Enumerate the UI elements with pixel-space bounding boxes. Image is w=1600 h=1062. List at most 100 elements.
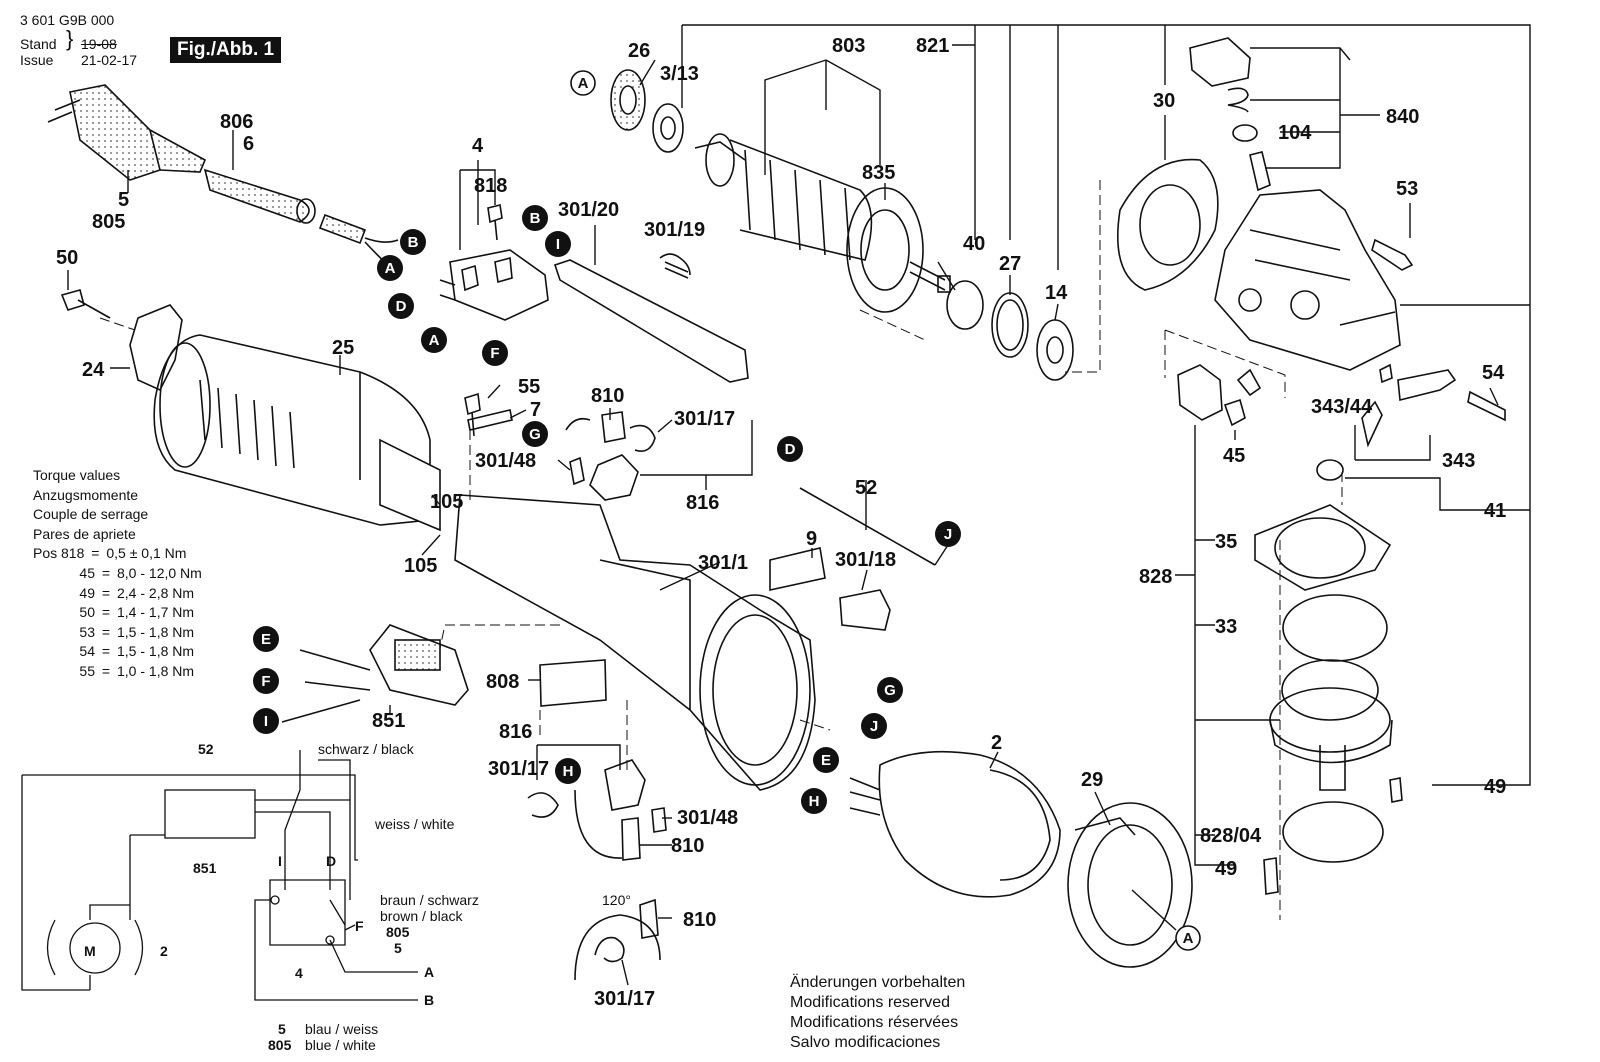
torque-line: Torque values <box>33 467 121 483</box>
label-301-17c: 301/17 <box>594 988 655 1010</box>
svg-text:B: B <box>408 234 419 251</box>
label-45: 45 <box>1223 445 1245 467</box>
label-343-44: 343/44 <box>1311 396 1373 418</box>
brush-holder-816 <box>589 454 639 501</box>
label-810c: 810 <box>683 909 716 931</box>
o-ring-33 <box>1282 594 1388 662</box>
color-brown-black: brown / black <box>380 908 463 924</box>
ref-circle-G: G <box>522 421 548 447</box>
svg-text:F: F <box>490 345 499 362</box>
ref-circle-H: H <box>801 788 827 814</box>
ring-40 <box>946 280 984 330</box>
label-810b: 810 <box>671 835 704 857</box>
wire-851-label: 851 <box>193 860 217 876</box>
ref-circle-I: I <box>253 708 279 734</box>
label-828-04: 828/04 <box>1200 825 1262 847</box>
lever-343-44 <box>1361 400 1383 448</box>
bearing-14 <box>1036 319 1074 381</box>
label-808: 808 <box>486 671 519 693</box>
torque-value: 2,4 - 2,8 Nm <box>117 584 195 601</box>
label-301-18: 301/18 <box>835 549 896 571</box>
svg-text:J: J <box>944 526 952 543</box>
terminal-I: I <box>278 853 282 869</box>
screw-55 <box>464 392 481 437</box>
torque-row: 54=1,5 - 1,8 Nm <box>33 642 202 662</box>
torque-row: Pos 818=0,5 ± 0,1 Nm <box>33 545 187 562</box>
spring-detail <box>574 898 661 981</box>
plate-7 <box>467 409 513 431</box>
ref-circle-A: A <box>377 255 403 281</box>
screw-301-48b <box>651 807 667 833</box>
torque-pos: 49 <box>79 584 95 601</box>
ref-circle-D: D <box>388 293 414 319</box>
label-50: 50 <box>56 247 78 269</box>
label-806: 806 <box>220 111 253 133</box>
label-835: 835 <box>862 162 895 184</box>
brush-holder-24 <box>129 304 183 392</box>
torque-line: Anzugsmomente <box>33 486 139 503</box>
lock-pin <box>1249 151 1271 192</box>
label-29: 29 <box>1081 769 1103 791</box>
motor-label: M <box>84 943 96 959</box>
label-26: 26 <box>628 40 650 62</box>
wire-5-label: 5 <box>278 1021 286 1037</box>
wire-5b-label: 5 <box>394 940 402 956</box>
label-301-19: 301/19 <box>644 219 705 241</box>
ref-circle-H: H <box>555 758 581 784</box>
svg-text:A: A <box>1183 930 1194 947</box>
svg-text:D: D <box>396 298 407 315</box>
label-49a: 49 <box>1484 776 1506 798</box>
label-49b: 49 <box>1215 858 1237 880</box>
torque-value: 1,5 - 1,8 Nm <box>117 643 195 660</box>
label-301-20: 301/20 <box>558 199 619 221</box>
ref-circle-G: G <box>877 677 903 703</box>
svg-text:F: F <box>261 673 270 690</box>
svg-text:E: E <box>821 752 831 769</box>
label-14: 14 <box>1045 282 1068 304</box>
torque-value: 8,0 - 12,0 Nm <box>117 564 202 581</box>
svg-text:A: A <box>429 332 440 349</box>
armature-835 <box>694 133 951 313</box>
nut-45 <box>1223 368 1262 427</box>
stand-date: 19-08 <box>81 36 117 52</box>
svg-text:I: I <box>264 713 268 730</box>
color-blau-weiss: blau / weiss <box>305 1021 378 1037</box>
ref-circle-B: B <box>522 205 548 231</box>
svg-text:H: H <box>809 793 820 810</box>
issue-label: Issue <box>20 52 54 68</box>
note-line: Änderungen vorbehalten <box>790 974 966 991</box>
ref-circle-F: F <box>253 668 279 694</box>
bearing-3-13 <box>652 103 684 153</box>
notes: Änderungen vorbehalten Modifications res… <box>790 973 965 1053</box>
label-816b: 816 <box>499 721 532 743</box>
leader-lines <box>67 24 1531 986</box>
label-828: 828 <box>1139 566 1172 588</box>
wire-4-label: 4 <box>295 965 303 981</box>
label-840: 840 <box>1386 106 1419 128</box>
label-7: 7 <box>530 399 541 421</box>
svg-text:H: H <box>563 763 574 780</box>
torque-pos: 55 <box>79 662 95 679</box>
wire-805-label-b: 805 <box>268 1037 292 1053</box>
label-105b: 105 <box>404 555 437 577</box>
motor-housing-25 <box>153 334 441 532</box>
svg-text:J: J <box>870 718 878 735</box>
spring-301-17 <box>629 424 656 452</box>
ref-circle-A: A <box>421 327 447 353</box>
o-ring-828-04 <box>1282 801 1384 863</box>
field-2 <box>849 750 1061 898</box>
label-27: 27 <box>999 253 1021 275</box>
torque-value: 0,5 ± 0,1 Nm <box>106 545 187 562</box>
wire-805-label: 805 <box>386 924 410 940</box>
svg-text:A: A <box>578 75 589 92</box>
lock-button <box>1189 37 1251 87</box>
torque-prefix: Pos <box>33 545 58 562</box>
doc-number: 3 601 G9B 000 <box>20 12 115 28</box>
cover-29 <box>1067 802 1193 968</box>
torque-row: 49=2,4 - 2,8 Nm <box>33 584 202 604</box>
ref-circle-E: E <box>813 747 839 773</box>
label-33: 33 <box>1215 616 1237 638</box>
torque-pos: 53 <box>79 623 95 640</box>
